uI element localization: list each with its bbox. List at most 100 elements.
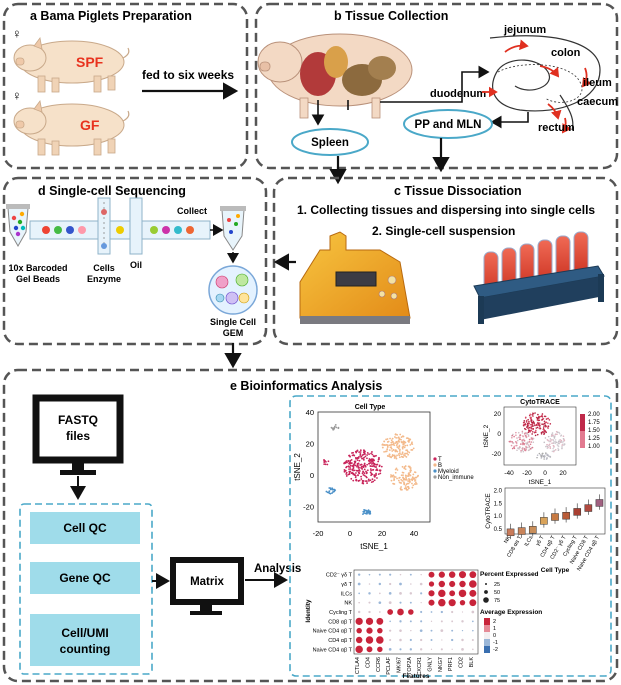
celltype-point xyxy=(411,476,414,479)
dissociator-machine-image xyxy=(299,231,411,324)
celltype-point xyxy=(394,468,397,471)
celltype-point xyxy=(391,450,394,452)
panel-c-title: c Tissue Dissociation xyxy=(394,184,522,198)
cytotrace-point xyxy=(543,422,546,425)
legend-label: Myeloid xyxy=(438,469,459,475)
celltype-point xyxy=(371,453,374,456)
dotplot-dot xyxy=(419,648,423,651)
cytotrace-point xyxy=(547,422,549,424)
celltype-point xyxy=(359,449,362,452)
celltype-point xyxy=(365,512,368,515)
dotplot-dot xyxy=(448,571,456,578)
celltype-point xyxy=(414,479,417,481)
cytotrace-point xyxy=(532,427,534,430)
celltype-title: Cell Type xyxy=(355,404,386,411)
dotplot-row-label: NK xyxy=(344,601,352,607)
cytotrace-point xyxy=(531,433,533,435)
color-legend-swatch xyxy=(484,639,490,646)
dotplot-dot xyxy=(355,645,363,654)
celltype-point xyxy=(401,447,404,450)
celltype-point xyxy=(391,437,394,440)
color-legend-label: -2 xyxy=(493,647,498,653)
dotplot-dot xyxy=(469,571,477,579)
celltype-point xyxy=(349,459,352,462)
celltype-point xyxy=(391,455,394,458)
celltype-point xyxy=(376,463,378,466)
dotplot-dot xyxy=(438,580,446,588)
celltype-point xyxy=(360,475,362,478)
cytotrace-point xyxy=(528,449,531,451)
cytotrace-point xyxy=(547,439,549,442)
legend-swatch xyxy=(433,469,437,473)
dotplot-dot xyxy=(388,591,392,595)
celltype-point xyxy=(413,477,416,480)
celltype-point xyxy=(363,468,366,471)
celltype-point xyxy=(386,448,389,450)
cytotrace-point xyxy=(549,445,551,448)
celltype-point xyxy=(360,465,363,468)
duodenum-label: duodenum xyxy=(430,88,486,100)
celltype-point xyxy=(409,469,412,472)
cytotrace-point xyxy=(540,457,543,459)
celltype-point xyxy=(331,488,334,491)
dotplot-dot xyxy=(399,591,402,595)
cytotrace-point xyxy=(539,415,542,418)
microfluidic-chip-image xyxy=(29,197,211,255)
cytotrace-point xyxy=(557,449,560,452)
color-legend-label: 0 xyxy=(493,633,496,639)
cytotrace-point xyxy=(529,416,532,419)
celltype-point xyxy=(400,440,403,443)
fastq-monitor-icon xyxy=(32,394,124,475)
celltype-point xyxy=(383,440,386,443)
jejunum-label: jejunum xyxy=(503,24,546,36)
celltype-point xyxy=(354,456,357,459)
cytotrace-point xyxy=(552,450,555,453)
colon-label: colon xyxy=(551,47,581,59)
dotplot-col-label: NKG7 xyxy=(438,657,444,672)
celltype-point xyxy=(395,444,398,447)
celltype-point xyxy=(396,434,399,436)
dotplot-row-label: CD2⁻ γδ T xyxy=(326,573,353,579)
celltype-point xyxy=(362,457,364,460)
boxplot-box xyxy=(562,512,570,520)
celltype-point xyxy=(371,451,373,453)
celltype-point xyxy=(406,444,409,447)
dotplot-dot xyxy=(378,573,381,576)
cytotrace-point xyxy=(557,445,560,448)
boxplot-box xyxy=(540,517,548,525)
dotplot-dot xyxy=(451,629,454,632)
celltype-point xyxy=(354,460,357,463)
cytotrace-point xyxy=(550,435,553,437)
pig-to-intestine-arrow xyxy=(380,65,490,103)
celltype-point xyxy=(355,472,357,474)
boxplot-ytick: 1.5 xyxy=(494,501,503,507)
celltype-point xyxy=(332,428,335,431)
cytotrace-point xyxy=(534,431,536,433)
cytotrace-xtick: -20 xyxy=(522,470,532,477)
dotplot-dot xyxy=(376,617,384,625)
celltype-xtick: 40 xyxy=(410,529,418,538)
gem-label-2: GEM xyxy=(223,328,244,338)
cytotrace-point xyxy=(522,424,525,427)
celltype-point xyxy=(394,476,397,478)
cytotrace-point xyxy=(551,432,554,434)
cytotrace-point xyxy=(515,431,517,434)
celltype-point xyxy=(363,509,366,512)
cytotrace-point xyxy=(523,439,526,442)
celltype-point xyxy=(407,475,410,477)
dotplot-dot xyxy=(409,648,413,651)
dotplot-dot xyxy=(428,581,435,587)
celltype-point xyxy=(390,456,393,459)
dotplot-dot xyxy=(458,571,467,579)
celltype-point xyxy=(373,475,376,478)
celltype-point xyxy=(343,469,346,471)
beads-label-2: Gel Beads xyxy=(16,274,60,284)
dotplot-dot xyxy=(461,611,464,613)
boxplot-box xyxy=(595,499,604,507)
cytotrace-point xyxy=(515,441,517,443)
cytotrace-point xyxy=(516,449,518,452)
cytotrace-point xyxy=(535,427,538,429)
cytotrace-point xyxy=(532,425,534,427)
